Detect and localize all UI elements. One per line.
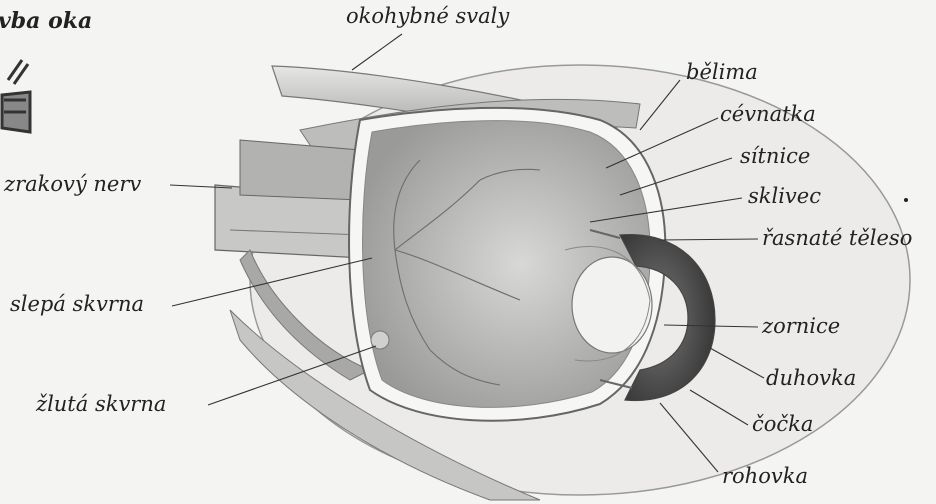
- microscope-icon: [2, 60, 30, 132]
- label-duhovka: duhovka: [766, 368, 856, 389]
- dot-mark: [904, 198, 908, 202]
- label-rasnate-teleso: řasnaté těleso: [762, 228, 912, 249]
- label-cocka: čočka: [752, 414, 813, 435]
- label-sitnice: sítnice: [740, 146, 810, 167]
- label-zrakovy-nerv: zrakový nerv: [4, 174, 141, 195]
- label-sklivec: sklivec: [748, 186, 821, 207]
- label-cevnatka: cévnatka: [720, 104, 816, 125]
- label-rohovka: rohovka: [722, 466, 808, 487]
- label-belima: bělima: [686, 62, 758, 83]
- diagram-title: vba oka: [0, 8, 92, 34]
- label-okohybne-svaly: okohybné svaly: [346, 6, 509, 27]
- label-slepa-skvrna: slepá skvrna: [10, 294, 144, 315]
- label-zluta-skvrna: žlutá skvrna: [36, 394, 166, 415]
- label-zornice: zornice: [762, 316, 840, 337]
